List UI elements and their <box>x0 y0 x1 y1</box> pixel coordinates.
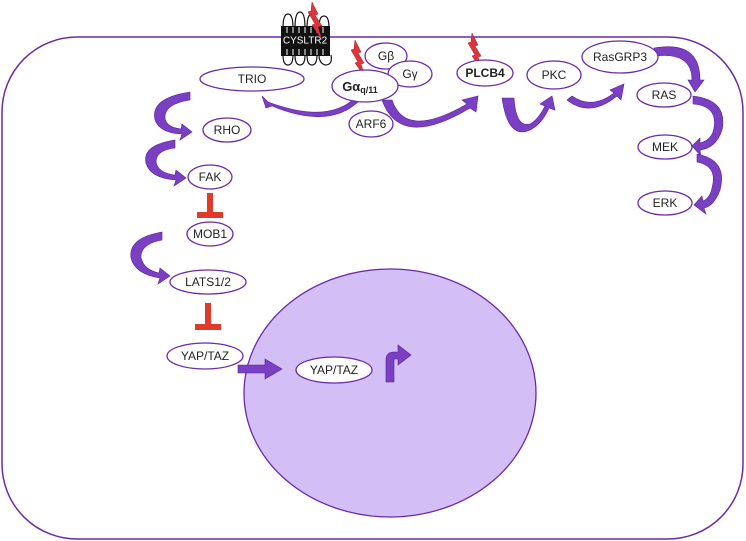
svg-text:RAS: RAS <box>652 88 677 102</box>
arrow-ras-to-mek <box>691 95 724 157</box>
node-lats[interactable]: LATS1/2 <box>169 269 247 295</box>
transcription-arrow-icon <box>385 344 412 383</box>
receptor-cysltr2[interactable]: CYSLTR2 <box>281 11 332 66</box>
gq-subscript: q/11 <box>360 85 378 95</box>
svg-text:ERK: ERK <box>653 196 678 210</box>
svg-text:RHO: RHO <box>214 123 241 137</box>
node-gaq11[interactable]: Gαq/11 <box>331 69 399 103</box>
svg-text:PKC: PKC <box>542 68 567 82</box>
svg-text:YAP/TAZ: YAP/TAZ <box>181 349 229 363</box>
node-rho[interactable]: RHO <box>202 117 252 143</box>
node-mek[interactable]: MEK <box>637 134 693 160</box>
node-erk[interactable]: ERK <box>637 190 693 216</box>
inhibition-lats-yap <box>195 303 221 330</box>
arrow-plcb4-to-pkc <box>501 95 556 133</box>
node-yap-cytoplasm[interactable]: YAP/TAZ <box>166 342 244 370</box>
node-pkc[interactable]: PKC <box>526 60 582 90</box>
svg-text:ARF6: ARF6 <box>356 117 387 131</box>
arrow-pkc-to-rasgrp3 <box>566 83 625 109</box>
node-plcb4[interactable]: PLCB4 <box>456 59 514 87</box>
svg-text:MOB1: MOB1 <box>193 227 227 241</box>
svg-text:YAP/TAZ: YAP/TAZ <box>310 363 358 377</box>
svg-text:Gβ: Gβ <box>378 49 394 63</box>
svg-text:LATS1/2: LATS1/2 <box>185 275 231 289</box>
svg-text:PLCB4: PLCB4 <box>465 66 505 80</box>
svg-text:FAK: FAK <box>199 170 222 184</box>
node-trio[interactable]: TRIO <box>199 66 305 92</box>
svg-text:MEK: MEK <box>652 140 678 154</box>
arrow-mek-to-erk <box>693 153 722 215</box>
node-fak[interactable]: FAK <box>187 164 233 190</box>
gq-label: Gα <box>342 79 360 94</box>
node-ras[interactable]: RAS <box>636 82 692 108</box>
svg-text:Gαq/11: Gαq/11 <box>342 79 378 96</box>
node-yap-nucleus[interactable]: YAP/TAZ <box>295 356 373 384</box>
node-gbeta[interactable]: Gβ <box>364 42 408 70</box>
arrow-yap-translocation <box>237 358 283 380</box>
svg-text:TRIO: TRIO <box>238 72 267 86</box>
nucleus <box>243 268 537 518</box>
arrow-mob1-to-lats <box>130 231 171 285</box>
mutation-bolt-icon <box>307 1 323 41</box>
receptor-label: CYSLTR2 <box>283 36 328 47</box>
arrow-trio-to-rho <box>154 91 193 141</box>
node-mob1[interactable]: MOB1 <box>186 221 234 247</box>
arrow-gq-to-trio <box>261 95 361 117</box>
arrow-rho-to-fak <box>145 139 187 187</box>
svg-text:Gγ: Gγ <box>402 67 417 81</box>
arrow-rasgrp3-to-ras <box>653 46 705 93</box>
arrow-gq-to-plcb4 <box>381 95 479 128</box>
inhibition-fak-mob1 <box>197 193 223 218</box>
node-arf6[interactable]: ARF6 <box>348 110 394 138</box>
node-ggamma[interactable]: Gγ <box>387 60 433 88</box>
node-rasgrp3[interactable]: RasGRP3 <box>581 40 659 74</box>
svg-text:RasGRP3: RasGRP3 <box>593 50 647 64</box>
